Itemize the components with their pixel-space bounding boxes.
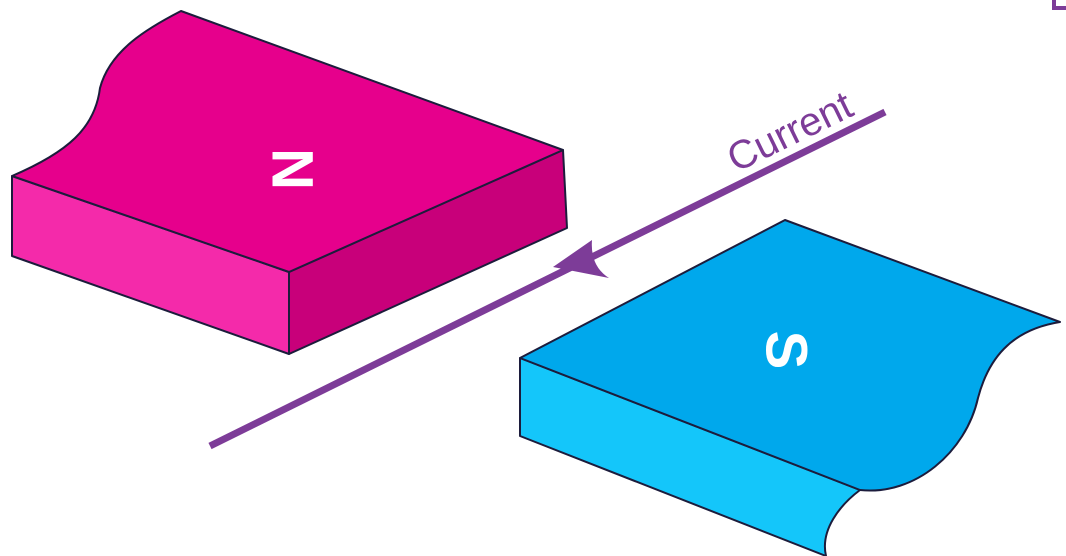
south-magnet-top-face <box>519 219 1061 492</box>
north-pole-label: N <box>260 148 325 190</box>
current-label: Current <box>720 83 859 181</box>
north-magnet: N <box>11 10 568 355</box>
wire-line <box>208 108 887 450</box>
corner-fragment <box>1052 0 1066 10</box>
south-magnet: S <box>519 219 1061 556</box>
north-magnet-top-face <box>11 10 564 273</box>
current-direction-arrow-icon <box>553 240 609 278</box>
south-pole-label: S <box>754 331 819 370</box>
